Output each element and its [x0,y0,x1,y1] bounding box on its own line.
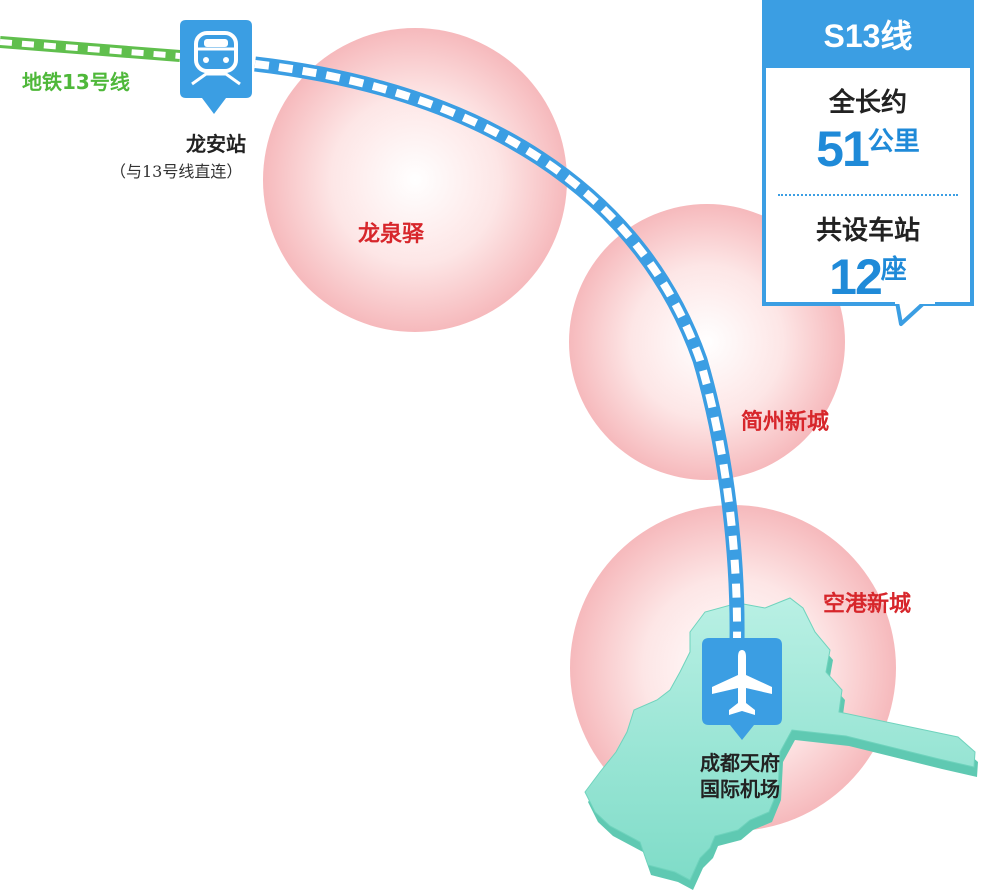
length-value: 51 [816,121,870,177]
metro-line-13 [0,36,181,62]
zone-label-konggang-newtown: 空港新城 [823,592,912,617]
stations-unit: 座 [880,255,907,285]
zone-longquanyi [263,28,567,332]
airport-station-name: 成都天府 国际机场 [680,750,800,802]
info-panel-pointer [895,302,935,326]
length-value-row: 51公里 [766,119,970,184]
airport-name-line1: 成都天府 [700,751,780,775]
line-title: S13线 [766,4,970,68]
length-label: 全长约 [828,88,907,118]
zone-label-longquanyi: 龙泉驿 [358,222,425,247]
stations-value: 12 [829,249,883,305]
stations-value-row: 12座 [766,247,970,312]
length-unit: 公里 [867,127,920,157]
zone-label-jianzhou-newtown: 简州新城 [741,410,830,435]
stations-label: 共设车站 [815,216,920,246]
metro-line-13-label: 地铁13号线 [22,70,130,94]
line-info-panel: S13线 全长约 51公里 共设车站 12座 [762,0,974,306]
airplane-icon[interactable] [702,638,782,740]
station-longan-name: 龙安站 [186,132,246,156]
airport-land [584,597,978,890]
station-longan-note: （与13号线直连） [110,162,243,181]
info-divider [778,194,958,196]
airport-name-line2: 国际机场 [700,777,780,801]
metro-train-icon[interactable] [180,20,252,114]
s13-route-line [254,56,745,641]
